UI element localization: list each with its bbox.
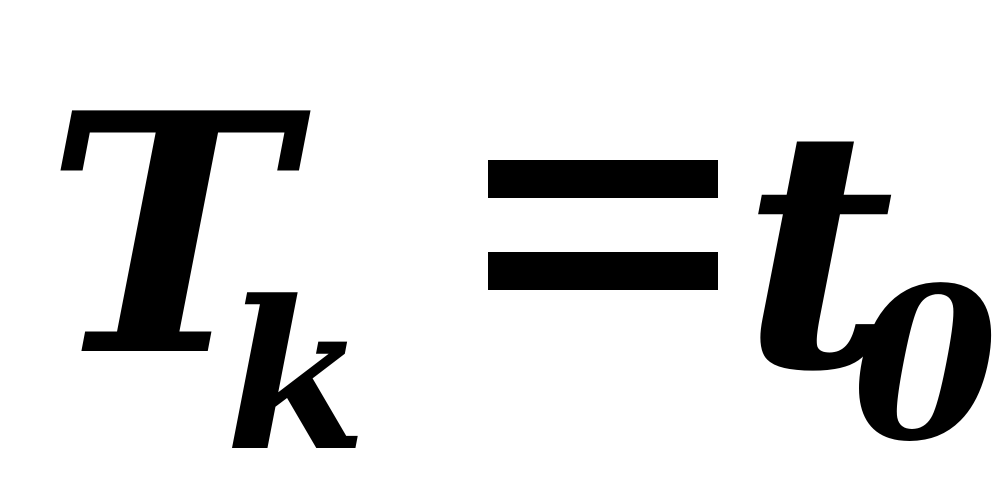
- subscript-k: k: [225, 257, 368, 497]
- subscript-zero: 0: [852, 241, 999, 488]
- equals-sign: [488, 160, 718, 290]
- equals-bar-top: [488, 160, 718, 198]
- variable-t-lowercase: t: [742, 56, 895, 444]
- equals-bar-bottom: [488, 252, 718, 290]
- variable-t-uppercase: T: [45, 41, 291, 429]
